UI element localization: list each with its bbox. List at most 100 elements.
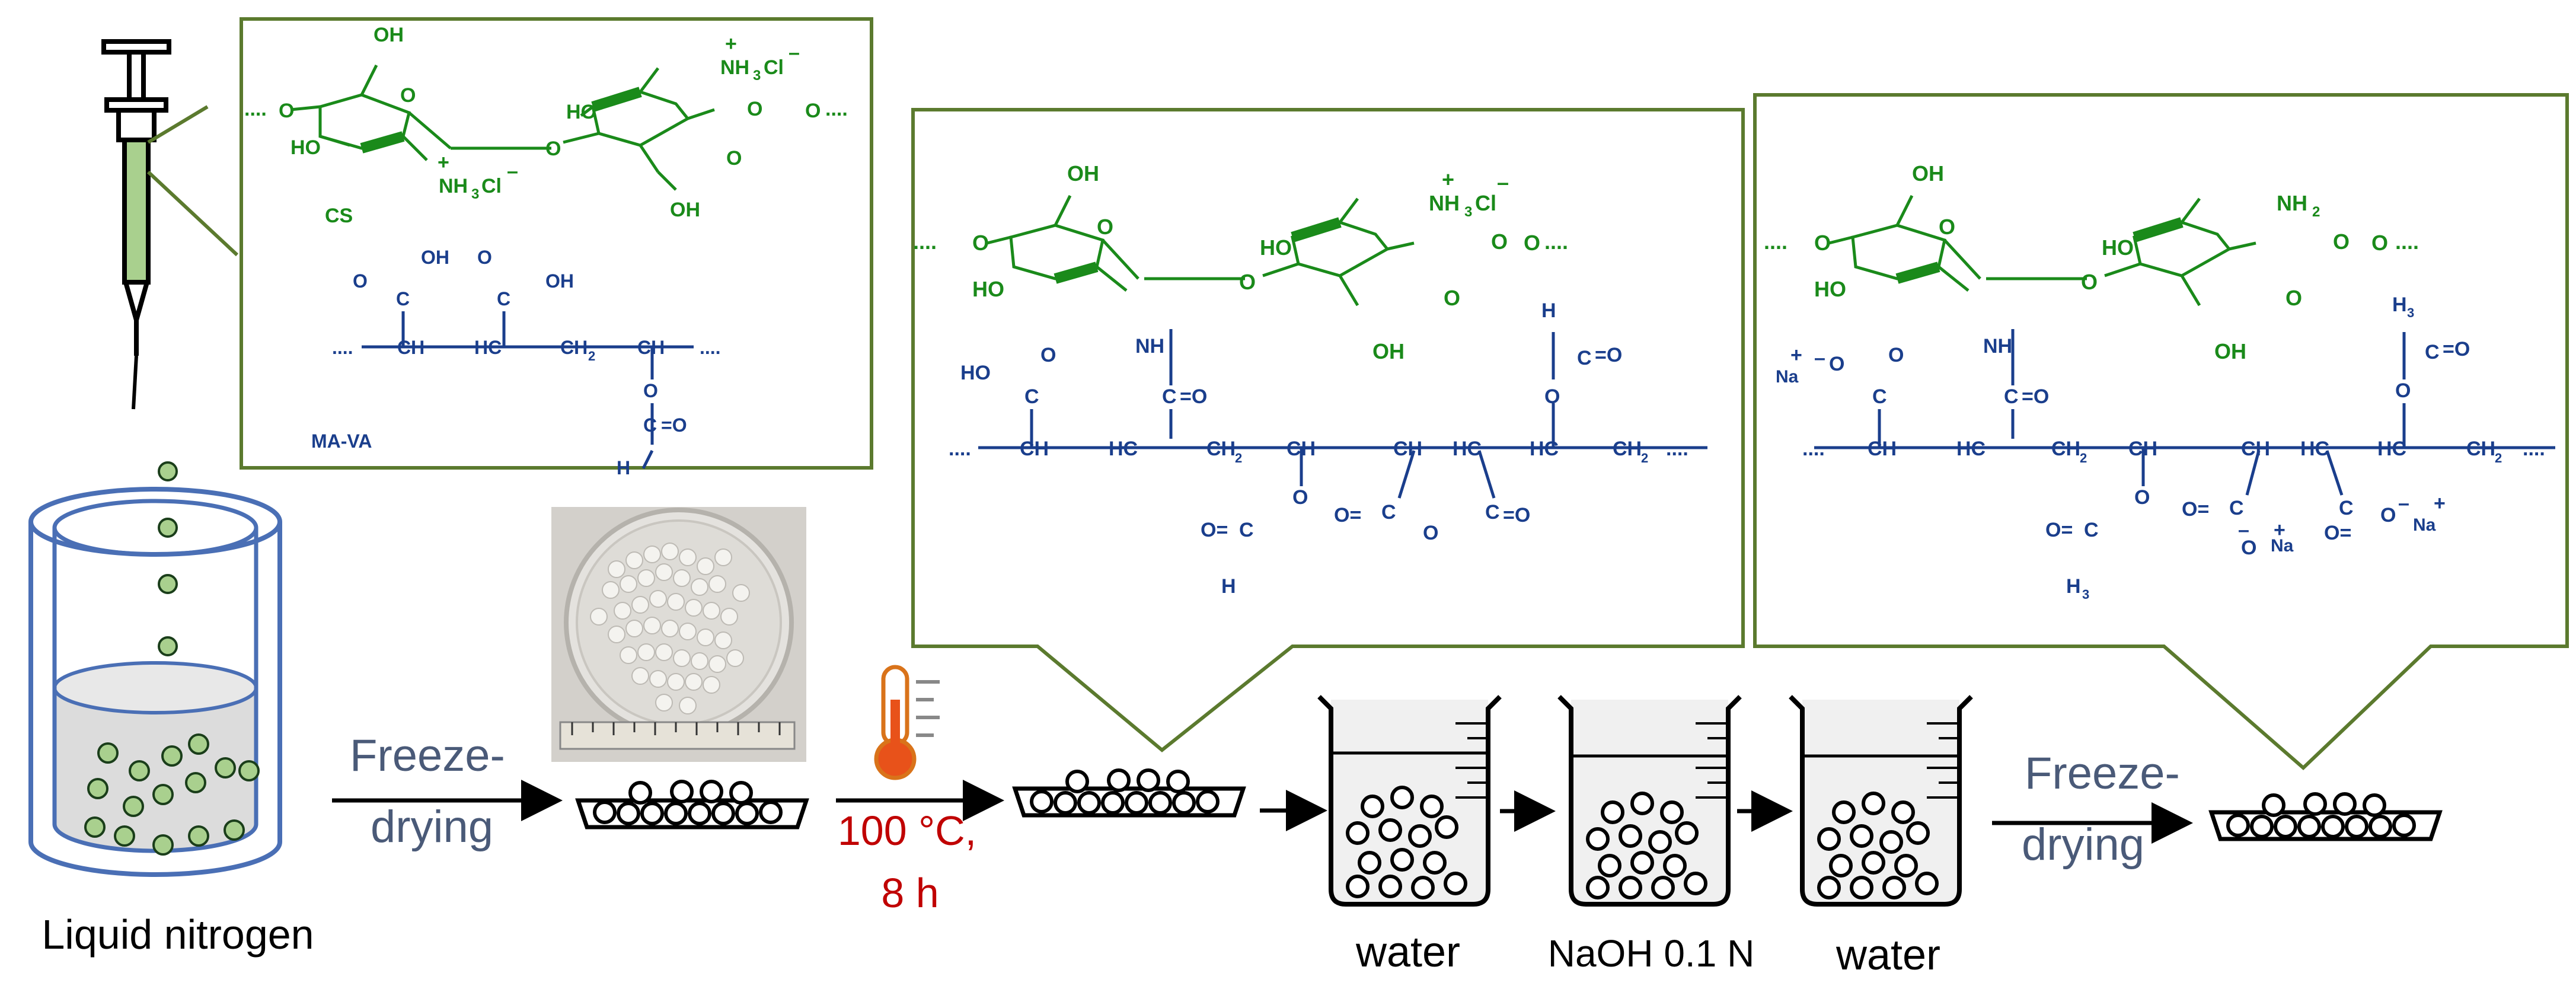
- b3-hc-1: HC: [1956, 438, 1986, 460]
- b3-hc-2: HC: [2300, 438, 2329, 460]
- b1-mava-dots-l: ....: [332, 337, 353, 358]
- beaker-naoh: [1557, 695, 1742, 907]
- freeze-drying-label-2b: drying: [2022, 819, 2144, 870]
- b3-o-l: O: [1814, 231, 1831, 255]
- box-crosslinked: .... O OH O HO O + NH 3 Cl – HO O O ....…: [911, 108, 1745, 752]
- b3-sub3-g: 3: [2407, 305, 2414, 320]
- b3-o-ring2: O: [2333, 229, 2350, 254]
- b1-nh3-2: NH: [720, 56, 749, 79]
- b2-c-b: C: [1162, 385, 1177, 408]
- b2-dots-r: ....: [1544, 229, 1568, 254]
- b1-plus-1: +: [438, 151, 449, 174]
- b2-ho-2: HO: [1260, 235, 1292, 260]
- b2-ch-2: CH: [1287, 438, 1316, 460]
- b1-mava-oh2: OH: [545, 270, 574, 292]
- b2-o-a: O: [1040, 344, 1056, 366]
- water-label-2: water: [1836, 931, 1940, 979]
- b1-mava-c3: C: [643, 414, 657, 436]
- b3-c-g: C: [2425, 341, 2440, 363]
- b1-minus-2: –: [789, 42, 800, 64]
- box-reactants: .... O OH O HO + NH 3 Cl – O + NH 3 Cl –…: [240, 17, 873, 478]
- b1-oh-1: OH: [374, 24, 404, 46]
- b3-o-g: O: [2395, 379, 2411, 402]
- b3-minus-a: –: [1814, 347, 1825, 369]
- b2-hc-2: HC: [1453, 438, 1482, 460]
- b2-c-g: C: [1577, 347, 1592, 369]
- b2-ho-1: HO: [972, 277, 1004, 301]
- b2-hc-3: HC: [1530, 438, 1559, 460]
- b2-minus: –: [1497, 170, 1509, 194]
- b2-h-d: H: [1221, 575, 1236, 598]
- b2-sub3: 3: [1464, 204, 1472, 220]
- b1-mava-c2: C: [497, 288, 510, 310]
- mava-label: MA-VA: [311, 430, 372, 452]
- b2-ch2-2: CH: [1613, 438, 1642, 460]
- callout-syringe: [146, 105, 239, 257]
- b2-o-eq-d: O=: [1201, 519, 1228, 541]
- b1-plus-2: +: [725, 33, 737, 55]
- b3-ch-3: CH: [2241, 438, 2270, 460]
- b2-h-g: H: [1541, 299, 1556, 322]
- b3-na-e: Na: [2271, 536, 2294, 556]
- b2-nh: NH: [1135, 335, 1164, 358]
- water-label-1: water: [1355, 929, 1460, 976]
- b3-o-glyc: O: [2081, 270, 2098, 294]
- b1-nh3-1: NH: [439, 175, 468, 197]
- b3-h-g: H: [2392, 293, 2407, 316]
- b2-sub2-2: 2: [1641, 451, 1648, 465]
- naoh-label: NaOH 0.1 N: [1548, 932, 1755, 975]
- b3-o-a: O: [1829, 353, 1844, 375]
- b3-sub2: 2: [2312, 204, 2320, 220]
- b2-plus: +: [1442, 167, 1454, 192]
- b1-sub3-1: 3: [471, 186, 479, 202]
- b3-oh-1: OH: [1912, 161, 1944, 186]
- b2-o-l: O: [972, 231, 989, 255]
- b1-mava-sub2: 2: [588, 349, 595, 363]
- b3-o-ring1: O: [1939, 215, 1955, 239]
- b2-nh3: NH: [1429, 191, 1460, 215]
- b3-o-r: O: [2371, 231, 2388, 255]
- b1-cl-2: Cl: [764, 56, 784, 79]
- b3-dots-r2: ....: [2523, 438, 2545, 460]
- b3-ho-1: HO: [1814, 277, 1846, 301]
- freeze-drying-label-1b: drying: [371, 802, 493, 852]
- b1-o-glyc: O: [545, 138, 561, 160]
- b1-mava-hc: HC: [474, 337, 502, 358]
- b3-dots-l: ....: [1764, 229, 1787, 254]
- b3-o-f2: O: [2380, 504, 2396, 527]
- b3-ho-2: HO: [2102, 235, 2134, 260]
- b1-o-ring2b: O: [726, 147, 742, 170]
- b3-ch-2: CH: [2128, 438, 2157, 460]
- time-label: 8 h: [881, 870, 939, 916]
- petri-dish-3: [2208, 792, 2443, 841]
- b2-c-e: C: [1381, 501, 1396, 524]
- b3-oh-2: OH: [2214, 339, 2246, 363]
- b1-mava-dots-r: ....: [700, 337, 721, 358]
- b3-o-ring2b: O: [2285, 286, 2302, 310]
- b3-dots-r: ....: [2395, 229, 2419, 254]
- b1-mava-c1: C: [396, 288, 410, 310]
- b1-mava-ch3: CH: [637, 337, 665, 358]
- b2-o-eq-e: O=: [1334, 504, 1361, 527]
- b3-na-f: Na: [2413, 515, 2436, 535]
- b2-eqo-f: =O: [1503, 504, 1530, 527]
- b3-hc-3: HC: [2377, 438, 2406, 460]
- b2-oh-2: OH: [1372, 339, 1404, 363]
- box-salt: .... O OH O HO O NH 2 HO O O .... O OH: [1753, 93, 2569, 771]
- b1-ho-1: HO: [291, 136, 321, 159]
- b3-nh: NH: [1983, 335, 2012, 358]
- b3-sub2-2: 2: [2495, 451, 2502, 465]
- b2-c-f: C: [1485, 501, 1500, 524]
- b3-minus-e: –: [2238, 519, 2249, 541]
- b3-o-e2: O: [2241, 537, 2256, 559]
- syringe-icon: [101, 39, 171, 410]
- b1-mava-eqo: =O: [661, 414, 687, 436]
- freeze-drying-label-2a: Freeze-: [2025, 748, 2180, 799]
- b2-ch-1: CH: [1020, 438, 1049, 460]
- b2-dots-r2: ....: [1666, 438, 1688, 460]
- b3-nh2: NH: [2277, 191, 2307, 215]
- b2-o-ring: O: [1423, 522, 1438, 544]
- b1-dots-l: ....: [244, 98, 267, 120]
- b1-mava-oh1: OH: [421, 247, 449, 268]
- b1-mava-o3: O: [643, 380, 658, 401]
